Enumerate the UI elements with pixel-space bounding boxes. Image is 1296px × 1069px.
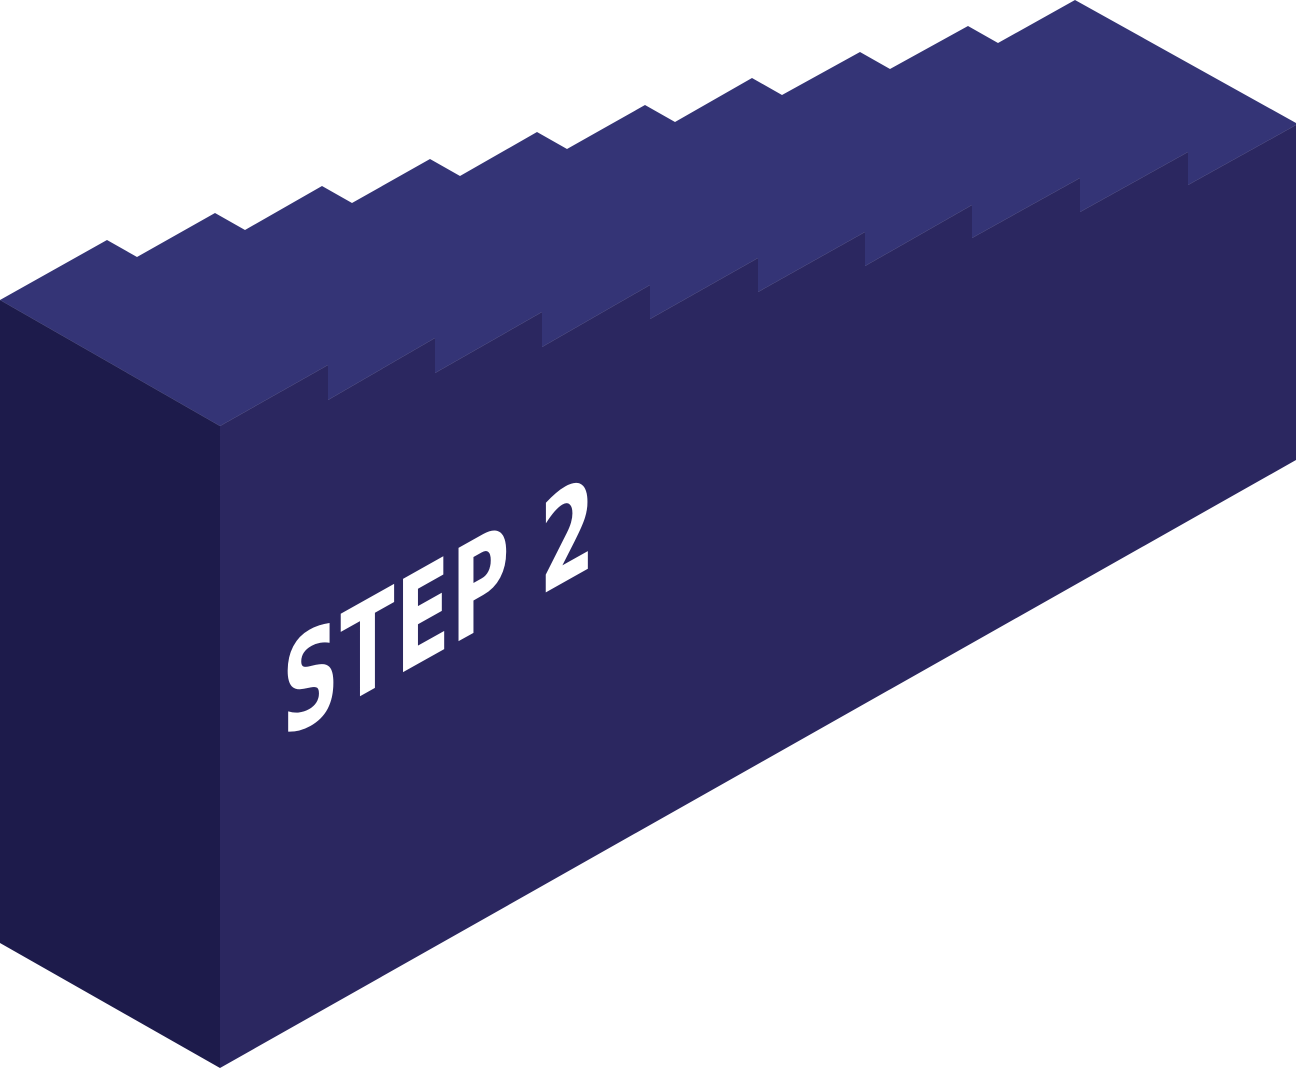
block-top-face	[0, 0, 1296, 426]
block-front-face	[220, 125, 1296, 1068]
block-side-face	[0, 300, 220, 1068]
